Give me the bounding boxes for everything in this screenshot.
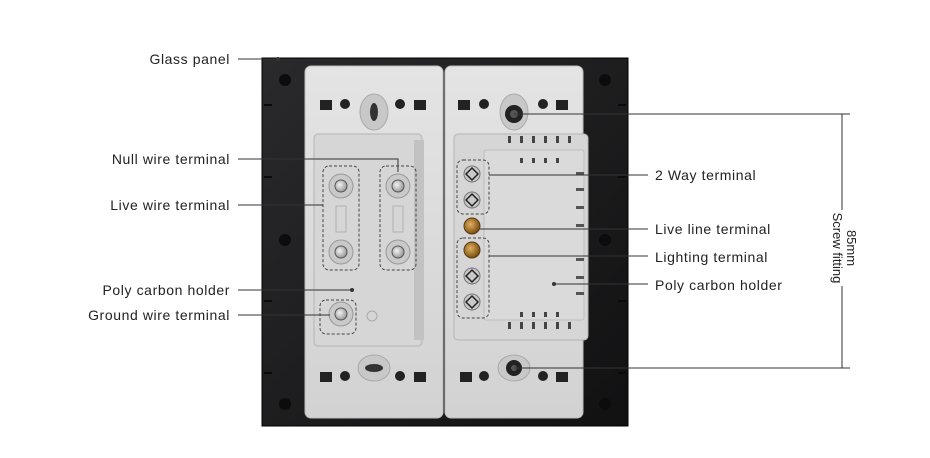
left-module [304,65,444,419]
label-live-wire-terminal: Live wire terminal [110,197,230,213]
dimension-label: 85mm Screw fitting [830,168,859,328]
lighting-terminal-screw [463,241,481,259]
label-live-line-terminal: Live line terminal [655,221,771,237]
null-wire-terminal-screws [385,173,411,265]
dimension-value: 85mm [844,229,859,267]
right-module [444,65,589,419]
dimension-caption: Screw fitting [830,212,845,284]
leader-lines [238,57,850,369]
label-two-way-terminal: 2 Way terminal [655,167,757,183]
live-line-terminal-screw [463,217,481,235]
label-poly-carbon-holder-right: Poly carbon holder [655,277,783,293]
label-null-wire-terminal: Null wire terminal [111,151,230,167]
live-wire-terminal-screws [328,173,354,265]
label-glass-panel: Glass panel [149,51,230,67]
label-lighting-terminal: Lighting terminal [655,249,768,265]
two-way-terminal-screws [463,165,481,209]
label-ground-wire-terminal: Ground wire terminal [88,307,230,323]
label-poly-carbon-holder-left: Poly carbon holder [102,282,230,298]
